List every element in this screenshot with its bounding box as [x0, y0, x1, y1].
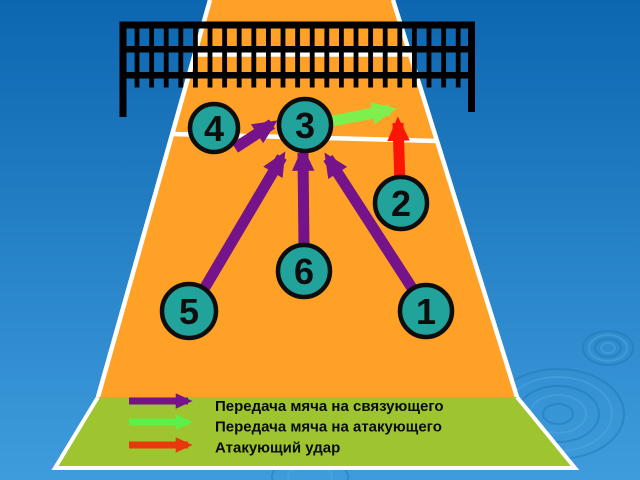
- net-left-post: [119, 21, 127, 117]
- net-top-band: [120, 21, 475, 29]
- player-3: 3: [276, 96, 334, 154]
- player-5-number: 5: [179, 291, 199, 332]
- net-bottom-band: [120, 72, 475, 79]
- player-4: 4: [187, 101, 241, 155]
- volleyball-net: [119, 21, 475, 117]
- arrow-pass-3-to-attacker: [330, 102, 397, 127]
- player-4-number: 4: [204, 108, 224, 149]
- players: 4 3 2 6 5 1: [159, 96, 455, 341]
- player-2-circle: [372, 174, 430, 232]
- arrow-attack-hit: [387, 116, 410, 185]
- player-5: 5: [159, 281, 219, 341]
- legend-strip-border: [51, 395, 580, 470]
- play-arrows: [199, 102, 417, 292]
- player-5-circle: [159, 281, 219, 341]
- arrow-pass-5-to-3: [199, 151, 287, 292]
- legend-label-pass-to-setter: Передача мяча на связующего: [215, 398, 444, 415]
- net-middle-band: [120, 46, 475, 53]
- player-6-circle: [275, 242, 333, 300]
- player-3-number: 3: [295, 105, 315, 146]
- player-4-circle: [187, 101, 241, 155]
- player-2: 2: [372, 174, 430, 232]
- ripple-small: [582, 330, 634, 366]
- arrow-pass-4-to-3: [232, 119, 278, 153]
- arrow-pass-1-to-3: [323, 152, 417, 291]
- player-6: 6: [275, 242, 333, 300]
- player-2-number: 2: [391, 183, 411, 224]
- legend: Передача мяча на связующего Передача мяч…: [129, 393, 444, 457]
- arrow-pass-6-to-3: [291, 146, 315, 249]
- legend-label-pass-to-attacker: Передача мяча на атакующего: [215, 419, 442, 436]
- legend-label-attack-hit: Атакующий удар: [215, 440, 340, 457]
- player-1-number: 1: [416, 291, 436, 332]
- player-1-circle: [397, 282, 455, 340]
- net-right-post: [468, 21, 475, 112]
- player-1: 1: [397, 282, 455, 340]
- player-6-number: 6: [294, 251, 314, 292]
- player-3-circle: [276, 96, 334, 154]
